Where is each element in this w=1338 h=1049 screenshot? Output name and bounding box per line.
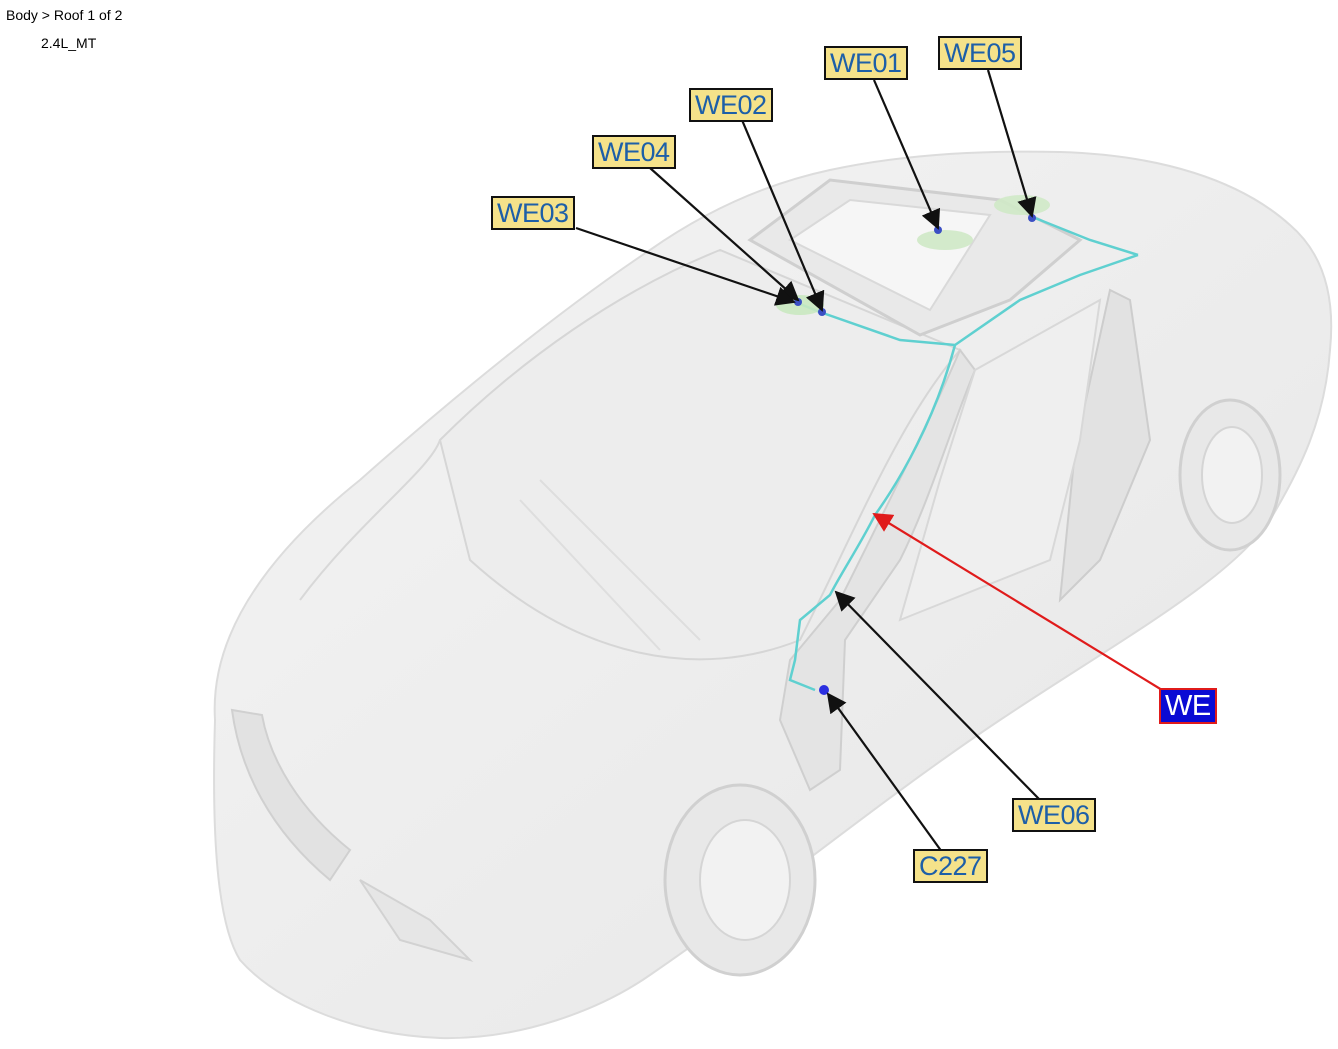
mount-area-we01	[917, 230, 973, 250]
callout-c227: C227	[913, 849, 988, 883]
mount-area-we05	[994, 195, 1050, 215]
leader-we04	[649, 167, 800, 302]
leader-we01	[872, 79, 941, 230]
leader-c227	[826, 692, 943, 853]
callout-we06: WE06	[1012, 798, 1096, 832]
door-window	[898, 298, 1102, 622]
leader-we06	[834, 590, 1041, 801]
variant-label: 2.4L_MT	[41, 35, 97, 51]
callout-we04: WE04	[592, 135, 676, 169]
leader-we02	[740, 119, 825, 312]
callout-we02: WE02	[689, 88, 773, 122]
connector-c227	[819, 685, 829, 695]
hood-crease	[519, 479, 701, 651]
callout-we01: WE01	[824, 46, 908, 80]
leader-we05	[986, 69, 1037, 218]
grille	[230, 708, 352, 882]
breadcrumb: Body > Roof 1 of 2	[6, 7, 123, 23]
windshield	[438, 248, 962, 661]
callout-harness-we: WE	[1159, 688, 1217, 724]
front-wheel-rim	[699, 819, 791, 941]
leader-we03	[575, 226, 796, 306]
headlight	[359, 879, 474, 963]
hood-line	[299, 439, 441, 601]
callout-we03: WE03	[491, 196, 575, 230]
leader-harness-we	[872, 512, 1163, 691]
callout-we05: WE05	[938, 36, 1022, 70]
rear-wheel-rim	[1201, 426, 1263, 524]
